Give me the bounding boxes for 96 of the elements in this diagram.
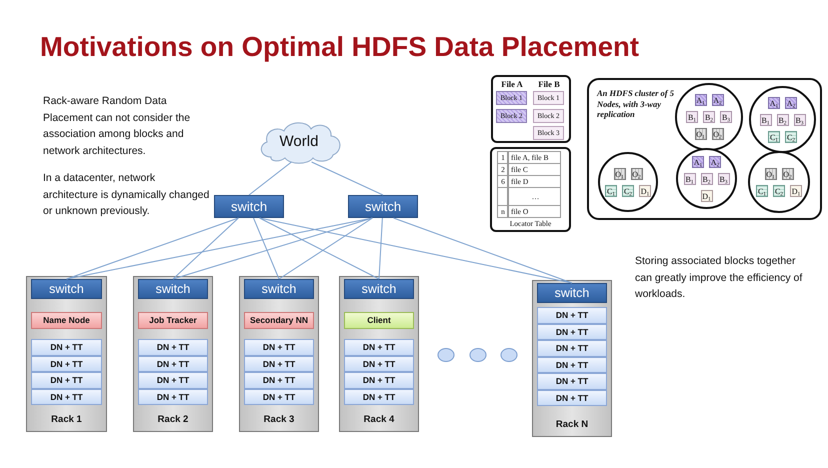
datanode-box: DN + TT (537, 324, 607, 340)
datanode-box: DN + TT (31, 372, 102, 388)
replica-block: B$_{2}$ (700, 172, 712, 184)
datanode-box: DN + TT (344, 356, 414, 372)
rack-label: Rack N (556, 419, 588, 431)
datanode-box: DN + TT (138, 388, 208, 405)
datanode-box: DN + TT (244, 356, 314, 372)
network-link (278, 218, 373, 280)
datanode-box: DN + TT (138, 372, 208, 388)
datanode-box: DN + TT (537, 373, 607, 390)
replica-block: D$_{1}$ (639, 184, 651, 196)
description-text: Storing associated blocks together can greatly improve the efficiency of workloads. (635, 254, 804, 302)
rack-label: Rack 2 (158, 414, 188, 426)
replica-block: C$_{1}$ (605, 184, 617, 196)
network-link (259, 218, 572, 284)
server-rack (239, 276, 319, 432)
network-link (172, 218, 239, 280)
datanode-box: DN + TT (537, 356, 607, 373)
replica-block: C$_{2}$ (622, 184, 634, 196)
replica-block: A$_{2}$ (785, 96, 797, 108)
replica-block: B$_{3}$ (794, 114, 806, 126)
datanode-box: DN + TT (537, 340, 607, 356)
network-switch: switch (244, 279, 314, 299)
replica-block: B$_{1}$ (760, 114, 772, 126)
server-rack (26, 276, 107, 432)
datanode-box: DN + TT (537, 390, 607, 406)
replica-block: B$_{2}$ (703, 111, 715, 123)
replica-block: A$_{2}$ (712, 94, 724, 106)
network-link (311, 162, 384, 196)
network-switch: switch (537, 283, 607, 303)
replica-block: A$_{2}$ (709, 156, 721, 168)
replica-block: O$_{1}$ (694, 128, 706, 140)
replica-block: A$_{1}$ (692, 156, 704, 168)
replica-block: A$_{1}$ (768, 96, 780, 108)
datanode-box: DN + TT (31, 356, 102, 372)
network-link (378, 218, 383, 280)
network-switch: switch (344, 279, 414, 299)
datanode-box: DN + TT (138, 356, 208, 372)
file-blocks-panel (491, 75, 571, 143)
replica-block: C$_{2}$ (785, 130, 797, 142)
server-role-box: Secondary NN (244, 312, 314, 329)
rack-label: Rack 4 (364, 414, 394, 426)
server-rack (133, 276, 213, 432)
datanode-box: DN + TT (344, 388, 414, 405)
network-link (66, 218, 239, 280)
server-role-box: Client (344, 312, 414, 329)
replica-block: O$_{2}$ (782, 168, 794, 180)
network-link (172, 218, 373, 280)
column-header: File B (538, 79, 560, 89)
panel-heading: An HDFS cluster of 5 Nodes, with 3-way replication (597, 88, 675, 120)
replica-block: A$_{1}$ (694, 94, 706, 106)
cluster-panel (587, 78, 822, 220)
replica-block: O$_{2}$ (630, 168, 642, 180)
slide-title: Motivations on Optimal HDFS Data Placement (40, 31, 639, 63)
datanode-box: DN + TT (244, 388, 314, 405)
network-link (393, 218, 572, 284)
datanode-box: DN + TT (537, 307, 607, 324)
datanode-box: DN + TT (344, 372, 414, 388)
network-switch: switch (214, 195, 284, 218)
description-text: In a datacenter, network architecture is dynamically changed or unknown previously. (43, 171, 210, 219)
replica-block: B$_{1}$ (684, 172, 696, 184)
replica-block: C$_{1}$ (756, 184, 768, 196)
replica-block: C$_{1}$ (768, 130, 780, 142)
datanode-box: DN + TT (344, 339, 414, 356)
network-switch: switch (348, 195, 418, 218)
replica-block: D$_{1}$ (790, 184, 802, 196)
network-link (253, 218, 280, 280)
network-link (66, 218, 373, 280)
datanode-box: DN + TT (244, 339, 314, 356)
replica-block: C$_{2}$ (773, 184, 785, 196)
network-switch: switch (138, 279, 208, 299)
locator-table-panel (490, 147, 571, 232)
network-link (248, 162, 292, 196)
replica-block: O$_{1}$ (614, 168, 626, 180)
column-header: File A (501, 79, 523, 89)
rack-label: Rack 1 (51, 414, 82, 426)
server-role-box: Job Tracker (138, 312, 208, 329)
datanode-box: DN + TT (31, 339, 102, 356)
replica-block: O$_{2}$ (712, 128, 724, 140)
server-role-box: Name Node (31, 312, 102, 329)
datanode-box: DN + TT (244, 372, 314, 388)
replica-block: B$_{3}$ (720, 111, 732, 123)
network-switch: switch (31, 279, 102, 299)
server-rack (532, 280, 612, 437)
datanode-box: DN + TT (138, 339, 208, 356)
replica-block: B$_{1}$ (686, 111, 698, 123)
replica-block: B$_{2}$ (776, 114, 788, 126)
network-link (259, 218, 380, 280)
cloud-label: World (280, 132, 318, 150)
replica-block: B$_{3}$ (718, 172, 730, 184)
replica-block: O$_{1}$ (764, 168, 776, 180)
datanode-box: DN + TT (31, 388, 102, 405)
description-text: Rack-aware Random Data Placement can not consider the association among blocks and network architectures. (43, 94, 192, 158)
replica-block: D$_{1}$ (700, 190, 712, 202)
server-rack (339, 276, 419, 432)
rack-label: Rack 3 (264, 414, 294, 426)
